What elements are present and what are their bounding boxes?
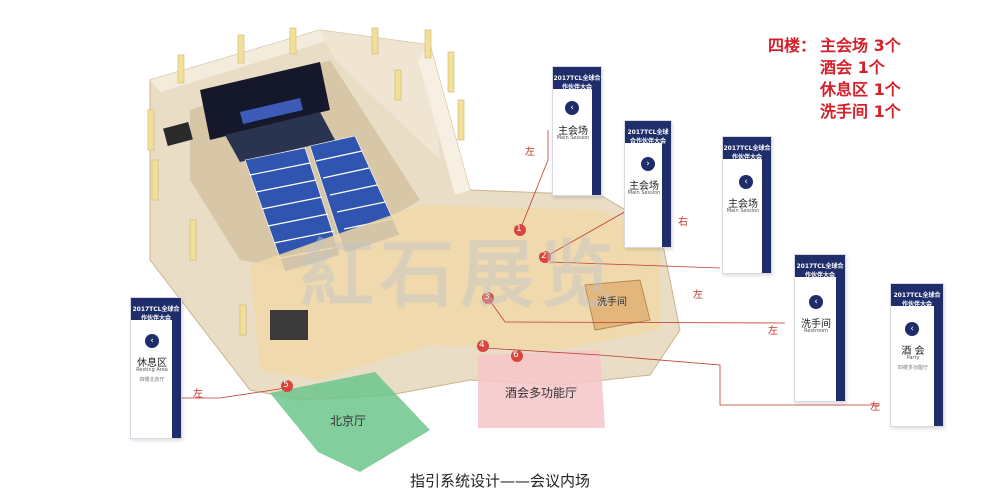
- sign-location: 四楼北京厅: [139, 377, 165, 383]
- sign-subtitle: Resting Area: [136, 367, 168, 373]
- marker-number: 1: [516, 224, 522, 234]
- sign-party: 2017TCL全球合作伙伴大会 ‹ 酒 会 Party 四楼多功能厅: [890, 283, 944, 427]
- direction-label: 左: [193, 389, 203, 400]
- direction-label: 左: [525, 147, 535, 158]
- arrow-left-icon: ‹: [809, 295, 823, 309]
- beijing-zone-label: 北京厅: [330, 414, 367, 428]
- sign-subtitle: Main Session: [726, 208, 760, 214]
- legend-item: 酒会 1个: [820, 58, 885, 77]
- page-caption: 指引系统设计——会议内场: [409, 472, 590, 490]
- legend-item: 主会场 3个: [820, 36, 901, 55]
- sign-brand: 2017TCL全球合作伙伴大会: [723, 145, 771, 161]
- sign-brand: 2017TCL全球合作伙伴大会: [796, 263, 844, 279]
- arrow-left-icon: ‹: [145, 334, 159, 348]
- sign-main-session-1: 2017TCL全球合作伙伴大会 ‹ 主会场 Main Session: [552, 66, 602, 196]
- legend-item: 休息区 1个: [820, 80, 901, 99]
- banquet-zone-label: 酒会多功能厅: [505, 386, 578, 400]
- legend-floor: 四楼：: [768, 36, 817, 55]
- lobby-screen: [270, 310, 308, 340]
- arrow-left-icon: ‹: [565, 101, 579, 115]
- sign-main-session-2: 2017TCL全球合作伙伴大会 › 主会场 Main Session: [624, 120, 672, 248]
- marker-number: 4: [479, 340, 485, 350]
- sign-title: 主会场: [629, 181, 659, 192]
- banquet-zone: [478, 350, 605, 428]
- sign-title: 酒 会: [901, 346, 925, 357]
- washroom-block: [584, 279, 651, 331]
- washroom-label: 洗手间: [597, 297, 627, 308]
- sign-subtitle: Main Session: [627, 190, 661, 196]
- sign-title: 洗手间: [801, 319, 831, 330]
- legend-item: 洗手间 1个: [820, 102, 901, 121]
- marker-number: 6: [513, 350, 519, 360]
- marker-number: 3: [484, 292, 490, 302]
- sign-restroom: 2017TCL全球合作伙伴大会 ‹ 洗手间 Restroom: [794, 254, 846, 402]
- sign-brand: 2017TCL全球合作伙伴大会: [132, 306, 180, 322]
- arrow-right-icon: ›: [641, 157, 655, 171]
- lobby: [250, 205, 660, 380]
- direction-label: 右: [678, 217, 688, 228]
- marker-number: 5: [283, 380, 289, 390]
- sign-main-session-3: 2017TCL全球合作伙伴大会 ‹ 主会场 Main Session: [722, 136, 772, 274]
- sign-title: 主会场: [728, 199, 758, 210]
- sign-title: 主会场: [558, 126, 588, 137]
- sign-count-legend: 四楼：主会场 3个 酒会 1个 休息区 1个 洗手间 1个: [768, 35, 901, 123]
- sign-location: 四楼多功能厅: [897, 365, 928, 371]
- arrow-left-icon: ‹: [739, 175, 753, 189]
- marker-number: 2: [541, 251, 547, 261]
- direction-label: 左: [693, 290, 703, 301]
- stage: [225, 112, 335, 162]
- sign-subtitle: Party: [906, 355, 920, 361]
- sign-subtitle: Restroom: [804, 328, 828, 334]
- direction-label: 左: [870, 402, 880, 413]
- sign-subtitle: Main Session: [556, 135, 590, 141]
- sign-brand: 2017TCL全球合作伙伴大会: [553, 75, 601, 91]
- sign-title: 休息区: [137, 358, 167, 369]
- sign-resting-area: 2017TCL全球合作伙伴大会 ‹ 休息区 Resting Area 四楼北京厅: [130, 297, 182, 439]
- beijing-zone: [270, 372, 430, 472]
- markers: [281, 224, 551, 392]
- stage-screen: [200, 62, 330, 140]
- arrow-left-icon: ‹: [905, 322, 919, 336]
- direction-label: 左: [768, 326, 778, 337]
- sign-brand: 2017TCL全球合作伙伴大会: [893, 292, 941, 308]
- sign-brand: 2017TCL全球合作伙伴大会: [627, 129, 669, 145]
- watermark: 紅石展览: [300, 232, 620, 318]
